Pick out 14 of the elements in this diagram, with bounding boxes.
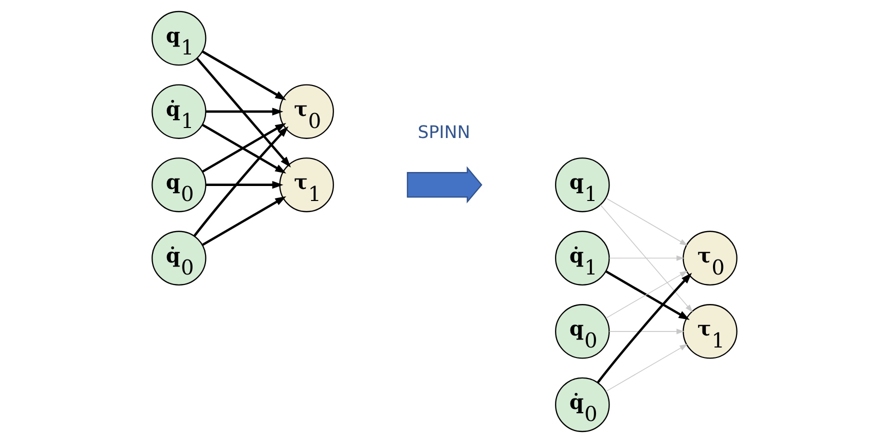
arrow [206, 180, 284, 189]
arrow [194, 126, 288, 237]
arrow [196, 58, 291, 168]
arrow [608, 255, 684, 261]
arrow [606, 344, 688, 392]
node-label: SPINN [418, 123, 470, 144]
arrow [606, 198, 688, 246]
node-arrow [406, 166, 482, 204]
arrow [202, 50, 286, 100]
arrow [608, 328, 684, 334]
arrow [596, 272, 692, 384]
arrow [600, 204, 693, 312]
arrow [206, 108, 284, 116]
arrow [202, 196, 286, 246]
